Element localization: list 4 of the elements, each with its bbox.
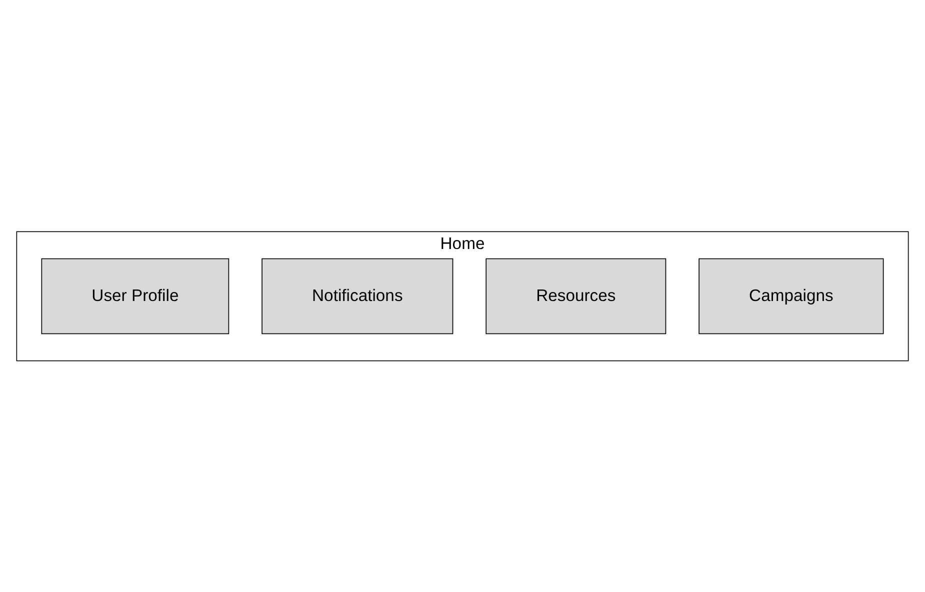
node-box: Campaigns (698, 258, 884, 334)
node-box: User Profile (41, 258, 230, 334)
node-box: Resources (486, 258, 666, 334)
node-box: Notifications (262, 258, 454, 334)
